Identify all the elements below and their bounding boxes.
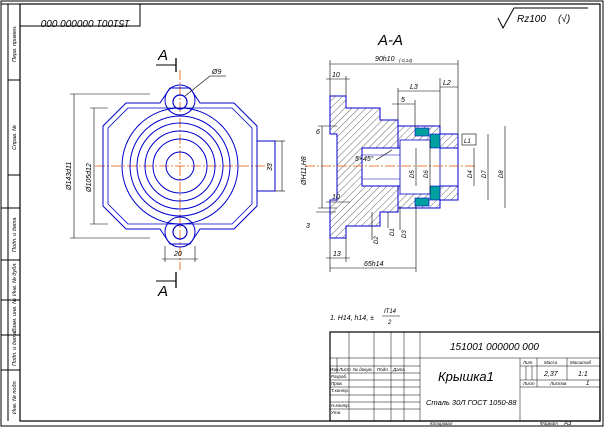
dim-65h14: 65h14 (364, 261, 384, 268)
row-razrab: Разраб. (331, 374, 347, 379)
col-podp: Подп. (377, 367, 389, 372)
ear-bottom (164, 216, 196, 248)
hole-dimension: Ø9 (211, 69, 221, 76)
sheets-total: 1 (586, 381, 589, 387)
front-view: A A Ø9 (66, 47, 285, 300)
dim-outer-diameter: Ø143d11 (66, 162, 73, 191)
label-D4: D4 (468, 170, 474, 178)
label-D3: D3 (402, 230, 408, 238)
right-boss (257, 140, 276, 192)
row-prov: Пров. (331, 381, 343, 386)
note-fraction-den: 2 (387, 320, 392, 326)
title-part-name: Крышка1 (438, 369, 494, 384)
drawing-frame (19, 3, 601, 422)
header-mass: Масса (544, 360, 558, 365)
row-utv: Утв. (331, 410, 341, 415)
dim-3: 3 (306, 223, 310, 230)
flange-outline (102, 87, 258, 245)
format-value: A3 (563, 421, 572, 427)
svg-text:A: A (157, 283, 168, 300)
col-date: Дата (392, 367, 405, 372)
margin-cell-2: Справ. № (12, 125, 18, 150)
hole-top (172, 94, 188, 110)
ring-5 (152, 138, 208, 194)
label-D7: D7 (482, 170, 488, 178)
title-material: Сталь 30Л ГОСТ 1050-88 (426, 398, 517, 407)
roughness-symbol: Rz100 (√) (497, 7, 588, 30)
dim-33: 33 (267, 163, 274, 171)
svg-text:A: A (157, 47, 168, 64)
dim-L2: L2 (443, 80, 451, 87)
left-margin (1, 3, 20, 421)
ring-2 (129, 115, 231, 217)
label-D1: D1 (390, 228, 396, 236)
section-mark-top: A (156, 47, 177, 72)
dim-pitch-diameter: Ø105d12 (86, 163, 93, 193)
sheet-label: Лист (522, 381, 535, 386)
ring-1 (121, 107, 239, 225)
dim-bore: ØH11,H8 (301, 156, 308, 186)
row-nkontr: Н.контр. (331, 403, 350, 408)
dim-10-bottom: 10 (332, 194, 340, 201)
header-scale: Масштаб (570, 360, 591, 365)
section-title: A-A (377, 32, 403, 49)
title-doc-code: 151001 000000 000 (450, 342, 539, 353)
dim-13: 13 (333, 251, 341, 258)
label-D6: D6 (424, 170, 430, 178)
ring-4 (144, 130, 216, 202)
margin-cell-7: Инв. № подл. (12, 380, 18, 414)
row-tkontr: Т.контр. (331, 388, 349, 393)
hole-bottom (172, 224, 188, 240)
margin-cell-3: Подп. и дата (12, 218, 18, 252)
col-list: Лист (338, 367, 351, 372)
margin-cell-4: Инв. № дубл. (12, 262, 18, 296)
dim-90h10-tol: (-0,14) (399, 58, 413, 63)
note-text: 1. H14, h14, ± (330, 315, 374, 322)
ring-3 (136, 122, 224, 210)
label-D8: D8 (499, 170, 505, 178)
dim-L1: L1 (464, 139, 471, 145)
sheets-label: Листов (549, 381, 567, 386)
ear-top (164, 84, 196, 116)
header-lit: Лит. (522, 360, 534, 365)
title-block: 151001 000000 000 Крышка1 Сталь 30Л ГОСТ… (329, 331, 601, 427)
col-izm: Изм. (330, 367, 340, 372)
scale-value: 1:1 (578, 371, 588, 378)
margin-cell-5: Взам. инв. № (12, 298, 18, 332)
roughness-value: Rz100 (517, 14, 546, 25)
dim-chamfer: 5×45° (355, 155, 374, 163)
roughness-paren: (√) (558, 13, 570, 25)
dim-5: 5 (401, 97, 405, 104)
format-label: Формат (540, 421, 558, 426)
flange-inner-outline (107, 107, 253, 225)
dim-10-top: 10 (332, 72, 340, 79)
ring-6 (165, 151, 195, 181)
dim-L3: L3 (410, 84, 418, 91)
label-D2: D2 (374, 236, 380, 244)
section-view: A-A (301, 32, 506, 272)
label-D5: D5 (410, 170, 416, 178)
tolerance-note: 1. H14, h14, ± IT14 2 (330, 309, 400, 326)
copied-label: Копировал (430, 421, 453, 426)
dim-20: 20 (173, 251, 182, 258)
dim-90h10: 90h10 (375, 56, 395, 63)
col-docnum: № докум. (353, 367, 373, 372)
note-fraction-num: IT14 (384, 309, 397, 315)
margin-cell-6: Подп. и дата (12, 332, 18, 366)
dim-6: 6 (316, 129, 320, 136)
margin-cell-1: Перв. примен. (12, 25, 18, 62)
mass-value: 2,37 (543, 371, 559, 378)
mirrored-code-text: 151001 000000 000 (41, 17, 130, 28)
section-mark-bottom: A (156, 272, 177, 300)
mirrored-code-box: 151001 000000 000 (19, 3, 141, 28)
